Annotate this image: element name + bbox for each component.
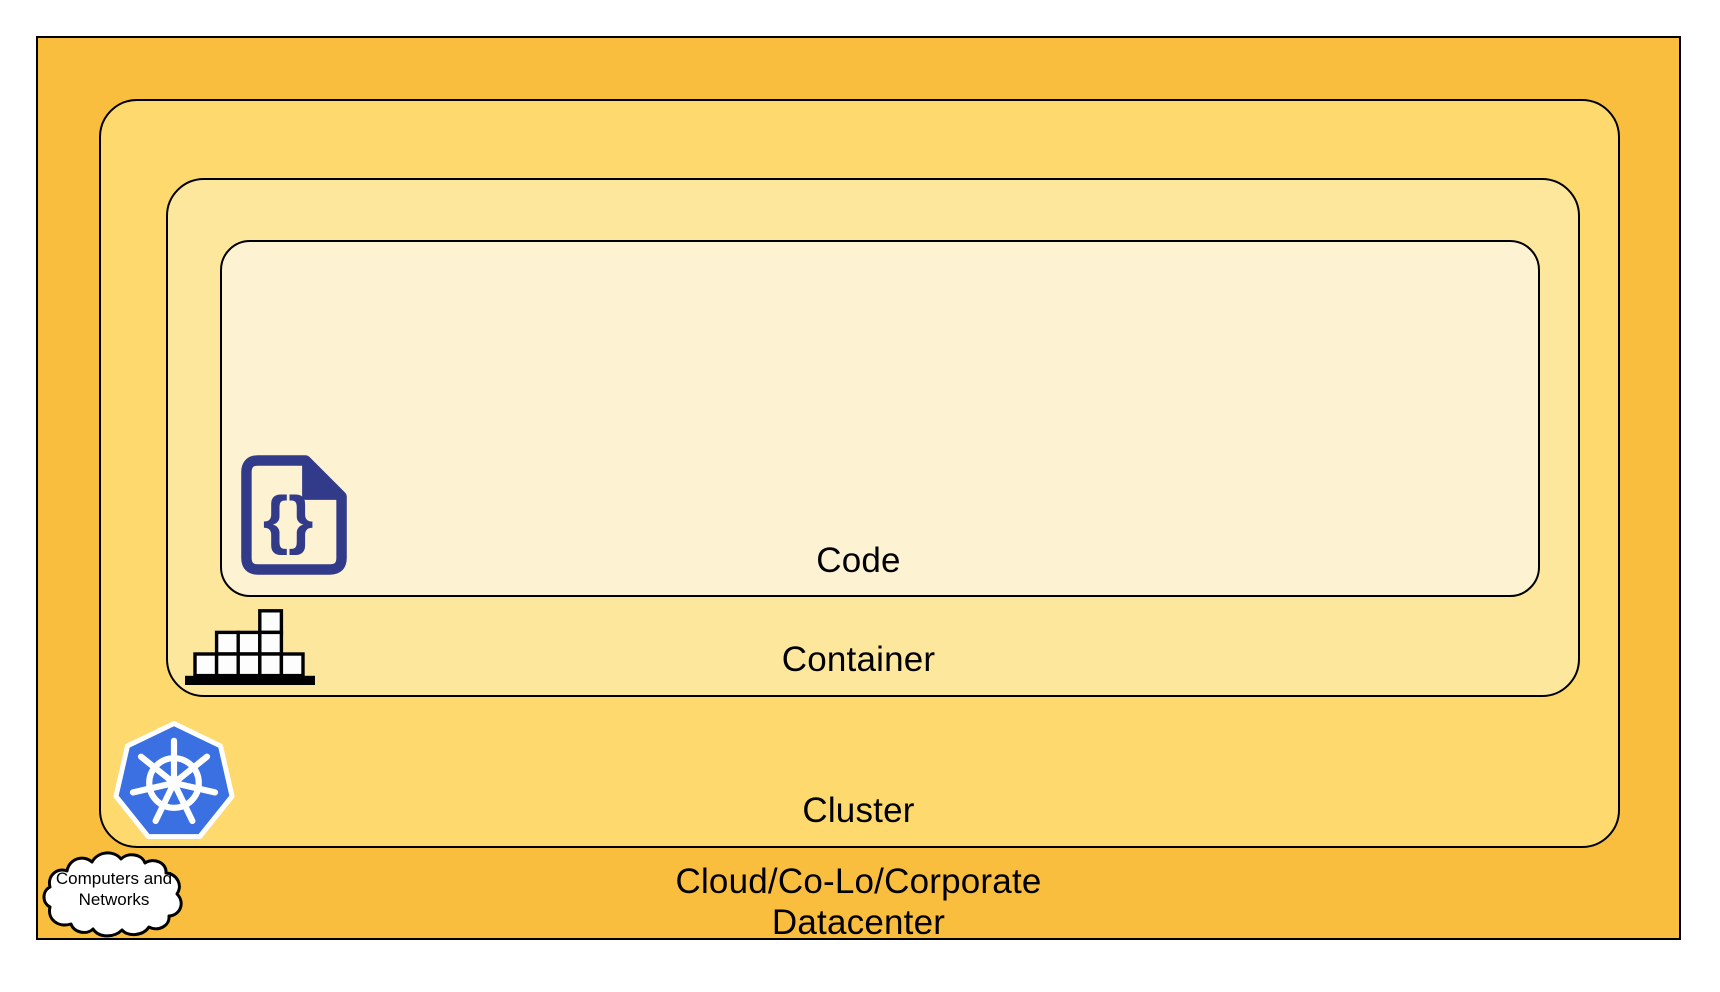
cloud-icon [42,851,183,938]
datacenter-label-line2: Datacenter [771,903,946,942]
code-box [220,240,1540,597]
cloud-label-line1: Computers and [55,869,173,888]
cloud-label: Computers and Networks [40,868,188,910]
datacenter-label: Cloud/Co-Lo/Corporate Datacenter [36,861,1681,943]
code-label: Code [816,541,901,580]
container-blocks-icon [185,609,315,685]
code-braces-glyph: {} [263,483,314,556]
kubernetes-icon [113,721,235,840]
cluster-label: Cluster [802,791,915,830]
cloud-label-line2: Networks [78,890,150,909]
datacenter-label-line1: Cloud/Co-Lo/Corporate [675,862,1042,901]
container-label: Container [781,640,936,679]
code-file-icon: {} [241,455,347,575]
